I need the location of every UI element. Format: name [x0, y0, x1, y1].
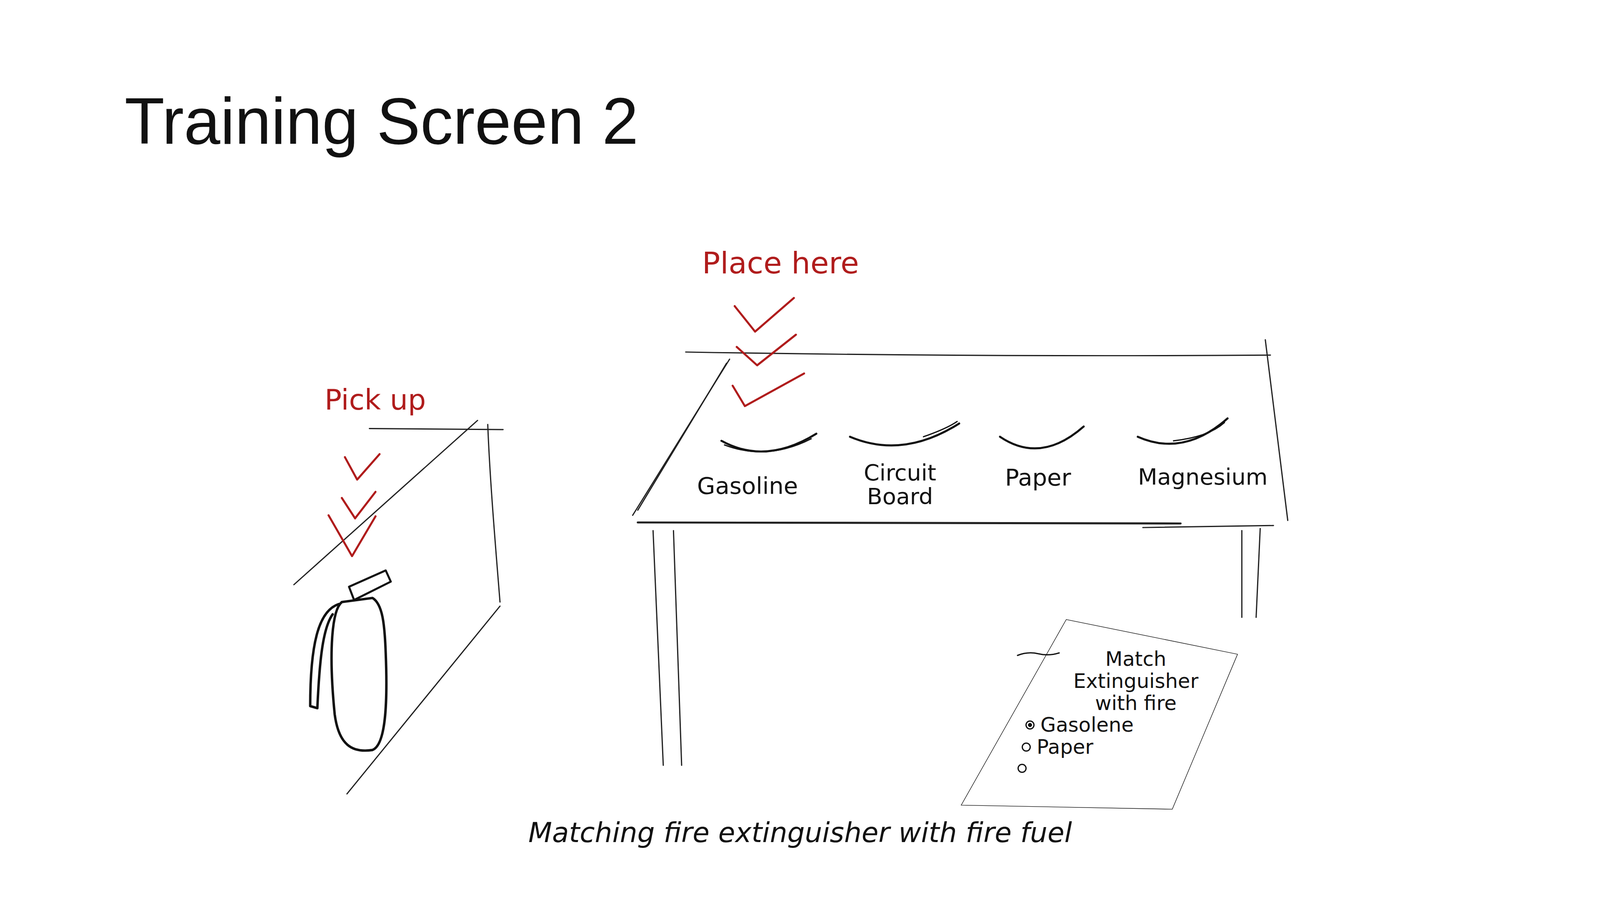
note-option-text: Paper	[1036, 735, 1094, 758]
radio-marker	[1017, 763, 1027, 773]
table-edge	[1265, 340, 1288, 521]
hint-check	[328, 515, 376, 557]
note-option-text: Gasolene	[1040, 713, 1134, 736]
figure-caption: Matching fire extinguisher with fire fue…	[528, 816, 1073, 850]
fuel-bowl	[850, 423, 960, 446]
fuel-bowl	[1173, 422, 1225, 441]
table-leg	[1256, 528, 1261, 618]
empty-option	[1017, 757, 1225, 779]
hint-check	[732, 373, 804, 406]
shelf-edge	[369, 428, 504, 430]
note-heading-text: Match Extinguisher with fire	[1054, 647, 1218, 714]
shelf-edge	[347, 606, 500, 795]
fire-extinguisher	[310, 604, 339, 709]
note-outline	[961, 619, 1238, 810]
fuel-label: Magnesium	[1137, 464, 1268, 490]
hint-check	[734, 297, 794, 332]
fire-extinguisher	[349, 570, 391, 600]
fuel-label: Gasoline	[697, 472, 798, 500]
instruction-note: Match Extinguisher with fireGasolenePape…	[959, 617, 1240, 812]
table-leg	[652, 530, 663, 765]
fuel-bowl	[724, 438, 812, 452]
instruction-label: Pick up	[324, 383, 426, 417]
fuel-bowl	[1137, 418, 1228, 444]
note-option: Paper	[1021, 735, 1225, 758]
note-content: Match Extinguisher with fireGasolenePape…	[1015, 647, 1225, 779]
table-leg	[1241, 530, 1243, 618]
fuel-bowl	[1000, 426, 1084, 449]
table-edge	[637, 522, 1181, 524]
fire-extinguisher	[331, 597, 387, 751]
radio-marker	[1025, 720, 1035, 730]
note-heading: Match Extinguisher with fire	[1054, 647, 1218, 714]
shelf-edge	[293, 420, 478, 585]
screen-title: Training Screen 2	[124, 85, 639, 158]
radio-marker	[1021, 742, 1031, 752]
table-leg	[673, 530, 682, 765]
instruction-label: Place here	[702, 245, 860, 281]
fuel-label: Paper	[1005, 464, 1072, 491]
fuel-bowl	[721, 433, 817, 452]
hint-check	[736, 334, 796, 365]
fuel-label: Circuit Board	[845, 461, 955, 509]
note-option: Gasolene	[1025, 713, 1225, 736]
hint-check	[341, 491, 376, 519]
table-edge	[1142, 525, 1274, 528]
shelf-edge	[487, 424, 500, 603]
hint-check	[345, 454, 380, 480]
fuel-bowl	[923, 421, 958, 437]
